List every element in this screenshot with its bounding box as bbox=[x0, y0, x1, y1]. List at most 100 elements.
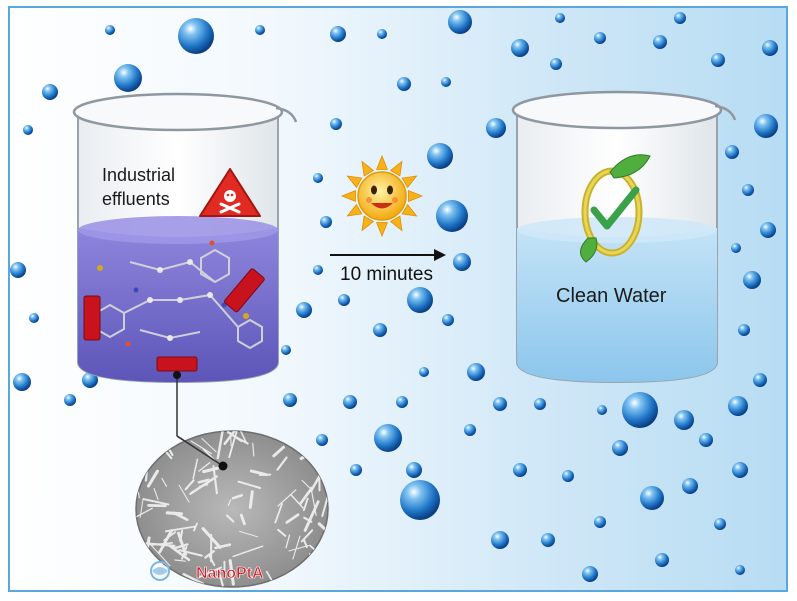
nanorod bbox=[231, 494, 243, 500]
water-bubble bbox=[655, 553, 669, 567]
water-bubbles-decoration bbox=[10, 10, 778, 582]
water-bubble bbox=[743, 271, 761, 289]
nanorod bbox=[172, 543, 189, 550]
water-bubble bbox=[419, 367, 429, 377]
water-bubble bbox=[397, 77, 411, 91]
water-bubble bbox=[732, 462, 748, 478]
nanorod bbox=[201, 438, 217, 453]
water-bubble bbox=[699, 433, 713, 447]
water-bubble bbox=[714, 518, 726, 530]
catalyst-name: NanoPtA bbox=[196, 565, 264, 582]
water-bubble bbox=[464, 424, 476, 436]
water-bubble bbox=[725, 145, 739, 159]
nanorod bbox=[238, 431, 247, 443]
water-bubble bbox=[350, 464, 362, 476]
water-bubble bbox=[762, 40, 778, 56]
water-bubble bbox=[400, 480, 440, 520]
nanorod bbox=[237, 480, 262, 489]
water-bubble bbox=[114, 64, 142, 92]
water-bubble bbox=[562, 470, 574, 482]
clean-water-liquid bbox=[517, 228, 717, 382]
nanorod bbox=[204, 550, 215, 559]
water-bubble bbox=[550, 58, 562, 70]
water-bubble bbox=[493, 397, 507, 411]
nanorod bbox=[239, 513, 246, 526]
nanorod bbox=[303, 500, 320, 532]
nanorod bbox=[248, 490, 254, 509]
skull-crossbones-warning-icon bbox=[199, 168, 261, 217]
water-bubble bbox=[427, 143, 453, 169]
water-bubble bbox=[82, 372, 98, 388]
clean-water-label: Clean Water bbox=[556, 285, 667, 307]
water-bubble bbox=[377, 29, 387, 39]
water-bubble bbox=[731, 243, 741, 253]
nanorod bbox=[136, 507, 153, 522]
nanorod bbox=[227, 499, 232, 506]
water-bubble bbox=[396, 396, 408, 408]
water-bubble bbox=[760, 222, 776, 238]
water-bubble bbox=[711, 53, 725, 67]
nanorod bbox=[184, 479, 195, 491]
effluent-beaker: Industrial effluents bbox=[72, 92, 298, 384]
nanorod bbox=[265, 431, 279, 437]
sun-ray bbox=[408, 190, 424, 202]
sun-ray bbox=[389, 160, 403, 177]
water-bubble bbox=[338, 294, 350, 306]
lab-logo-icon bbox=[150, 561, 170, 581]
water-bubble bbox=[453, 253, 471, 271]
water-bubble bbox=[753, 373, 767, 387]
clean-water-beaker: Clean Water bbox=[511, 90, 737, 384]
reaction-time-label: 10 minutes bbox=[340, 264, 433, 285]
water-bubble bbox=[42, 84, 58, 100]
water-bubble bbox=[373, 323, 387, 337]
water-bubble bbox=[23, 125, 33, 135]
nanorod bbox=[150, 541, 174, 546]
water-bubble bbox=[442, 314, 454, 326]
nanorod bbox=[249, 469, 268, 477]
nanorod bbox=[136, 475, 144, 486]
water-bubble bbox=[735, 565, 745, 575]
nanorod bbox=[202, 466, 219, 474]
nanorod bbox=[274, 503, 283, 524]
nanorod bbox=[302, 497, 309, 512]
nanorod bbox=[285, 580, 289, 587]
nanorod bbox=[303, 516, 313, 523]
water-bubble bbox=[612, 440, 628, 456]
water-bubble bbox=[738, 324, 750, 336]
nanorod bbox=[228, 559, 235, 586]
nanorod bbox=[212, 465, 218, 495]
nanorod bbox=[183, 431, 198, 439]
nanorod bbox=[150, 448, 158, 456]
water-bubble bbox=[64, 394, 76, 406]
nanorod bbox=[299, 486, 314, 505]
process-arrow bbox=[330, 249, 446, 261]
water-bubble bbox=[296, 302, 312, 318]
water-bubble bbox=[316, 434, 328, 446]
water-bubble bbox=[467, 363, 485, 381]
nanorod bbox=[198, 462, 211, 472]
water-bubble bbox=[640, 486, 664, 510]
nanorod bbox=[174, 559, 186, 562]
sun-ray bbox=[401, 175, 418, 189]
water-bubble bbox=[728, 396, 748, 416]
nanorod bbox=[290, 494, 304, 509]
water-bubble bbox=[534, 398, 546, 410]
nanorod bbox=[190, 440, 212, 455]
nanorod bbox=[197, 478, 210, 484]
nanorod bbox=[309, 544, 328, 567]
nanorod bbox=[239, 530, 259, 538]
water-bubble bbox=[448, 10, 472, 34]
green-check-leaf-icon bbox=[580, 154, 651, 263]
water-bubble bbox=[622, 392, 658, 428]
water-bubble bbox=[313, 265, 323, 275]
nanorod bbox=[310, 564, 328, 587]
nanorod bbox=[182, 573, 205, 585]
water-bubble bbox=[594, 32, 606, 44]
effluent-label-line2: effluents bbox=[102, 189, 170, 209]
nanorod bbox=[202, 448, 215, 461]
smiling-sun-icon bbox=[340, 154, 424, 238]
water-bubble bbox=[283, 393, 297, 407]
nanorod bbox=[168, 544, 191, 562]
nanorod bbox=[143, 449, 162, 457]
